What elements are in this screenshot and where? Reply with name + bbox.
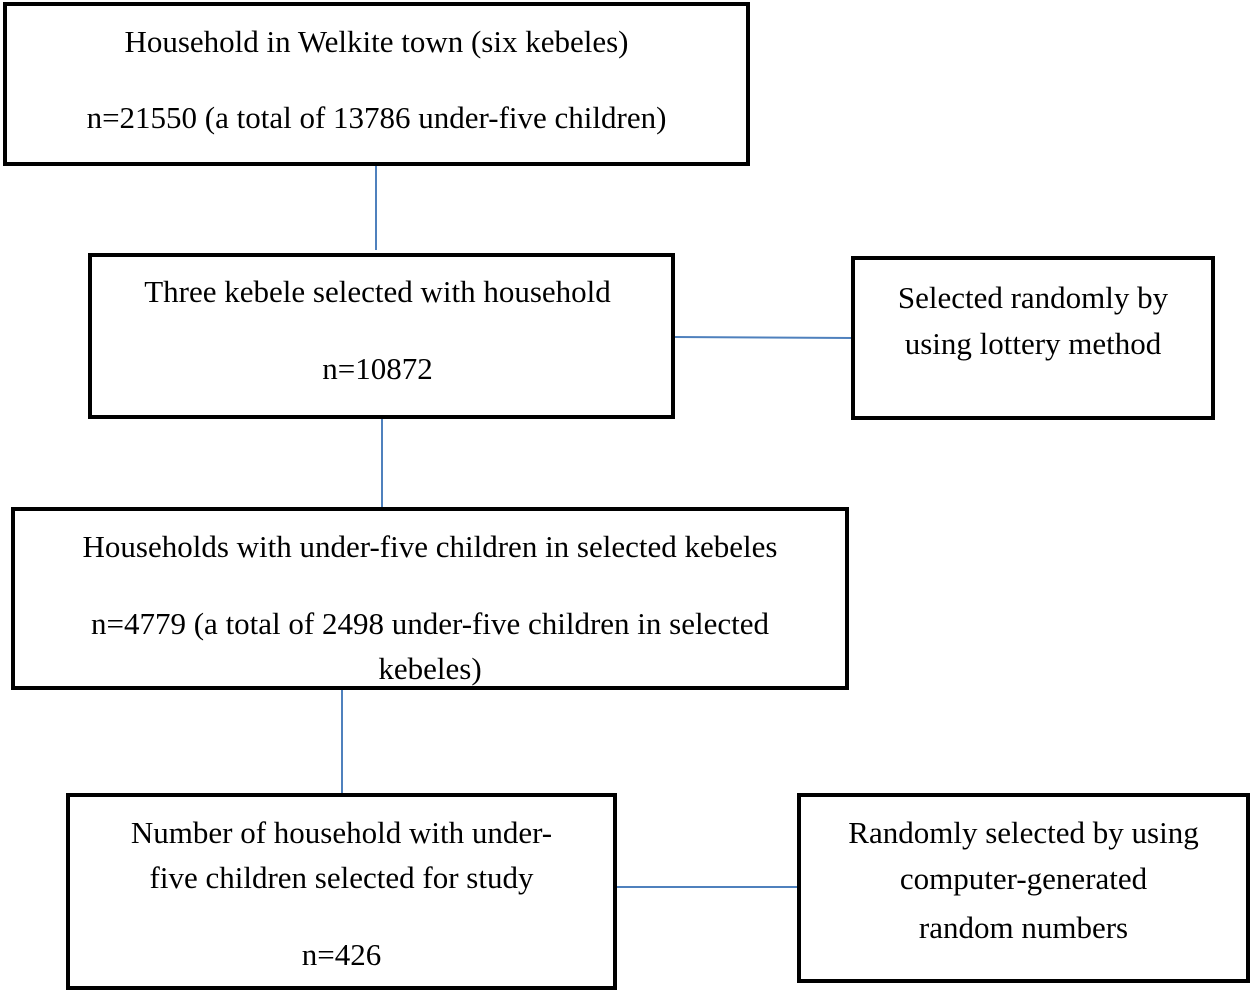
box-households-line2: n=4779 (a total of 2498 under-five child… bbox=[91, 606, 769, 641]
note-lottery-line1: Selected randomly by bbox=[897, 280, 1169, 315]
note-random-line2: computer-generated bbox=[899, 861, 1148, 896]
box-households-line1: Households with under-five children in s… bbox=[82, 529, 778, 564]
connector-kebele-to-lottery bbox=[673, 336, 854, 339]
box-kebele-line1: Three kebele selected with household bbox=[144, 274, 611, 309]
box-study-sample: Number of household with under- five chi… bbox=[66, 793, 617, 990]
box-study-line3: n=426 bbox=[301, 937, 382, 972]
box-town-line2: n=21550 (a total of 13786 under-five chi… bbox=[86, 100, 667, 135]
box-study-line2: five children selected for study bbox=[149, 860, 534, 895]
note-random-line1: Randomly selected by using bbox=[848, 815, 1199, 850]
note-lottery-line2: using lottery method bbox=[904, 326, 1162, 361]
note-random-numbers: Randomly selected by using computer-gene… bbox=[797, 793, 1250, 983]
box-households-line3: kebeles) bbox=[378, 651, 482, 686]
box-kebele-line2: n=10872 bbox=[322, 351, 433, 386]
box-households-under-five: Households with under-five children in s… bbox=[11, 507, 849, 690]
box-study-line1: Number of household with under- bbox=[130, 815, 553, 850]
note-random-line3: random numbers bbox=[918, 910, 1129, 945]
box-selected-kebeles: Three kebele selected with household n=1… bbox=[88, 253, 675, 419]
box-town-line1: Household in Welkite town (six kebeles) bbox=[124, 24, 629, 59]
note-lottery-method: Selected randomly by using lottery metho… bbox=[851, 256, 1215, 420]
box-town-households: Household in Welkite town (six kebeles) … bbox=[3, 2, 750, 166]
